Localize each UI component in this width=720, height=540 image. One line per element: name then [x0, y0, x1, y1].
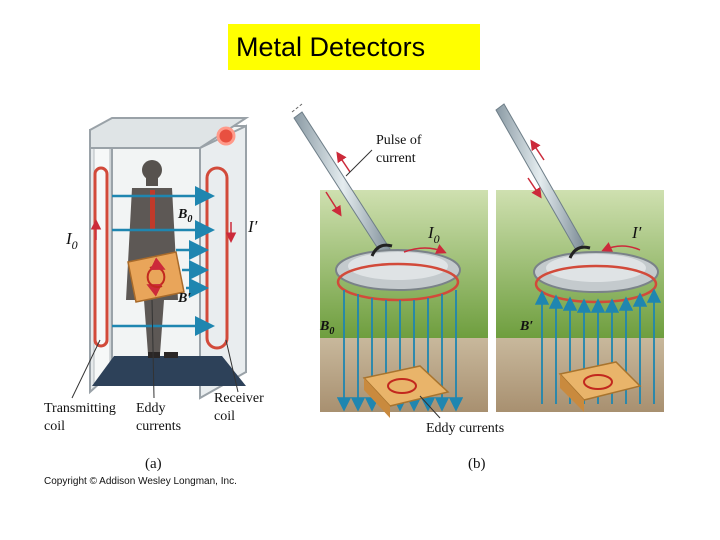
panel-b-handheld: Pulse of current I0 I′ B0 B′ Eddy curren…	[291, 103, 664, 472]
pulse-of-current-label: Pulse of current	[376, 133, 425, 166]
panel-a-label-B0: B0	[177, 207, 192, 225]
panel-a-label-Iprime: I′	[247, 217, 258, 236]
alarm-light-icon	[216, 126, 236, 146]
transmitting-coil-label: Transmitting coil	[44, 401, 119, 434]
magnetic-field-arrows-a	[112, 186, 215, 336]
eddy-currents-label-a: Eddy currents	[136, 401, 181, 434]
panel-a-label-Bprime: B′	[177, 291, 191, 306]
panel-a-label-I0: I0	[65, 229, 78, 252]
receiver-coil-label: Receiver coil	[214, 391, 267, 424]
panel-a-booth: I0 I′ B0 B′ Transmitting coil Eddy curre…	[44, 117, 267, 472]
panel-b-label-I0: I0	[427, 223, 440, 246]
buried-metal-left	[362, 365, 450, 418]
briefcase	[127, 251, 185, 303]
panel-b-label-B0: B0	[319, 319, 334, 337]
buried-metal-right	[558, 361, 642, 412]
eddy-currents-label-b: Eddy currents	[426, 421, 504, 436]
slide-title: Metal Detectors	[228, 24, 480, 70]
copyright-notice: Copyright © Addison Wesley Longman, Inc.	[44, 476, 237, 487]
panel-a-caption: (a)	[145, 456, 162, 472]
panel-b-caption: (b)	[468, 456, 486, 472]
transmitting-coil	[93, 166, 109, 348]
panel-b-label-Iprime: I′	[631, 223, 642, 242]
panel-b-label-Bprime: B′	[519, 319, 533, 334]
